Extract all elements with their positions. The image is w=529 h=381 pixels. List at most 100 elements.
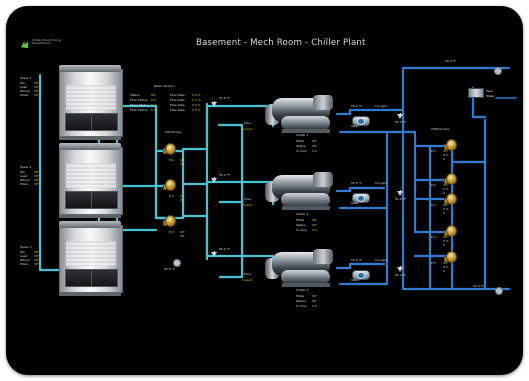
chiller-1-condenser-valve-icon[interactable] bbox=[211, 101, 218, 107]
chiller-2-name: Chiller 2 bbox=[296, 212, 309, 216]
cw-pump-3-mode: Off bbox=[180, 234, 185, 238]
chw-pump-4-icon[interactable] bbox=[444, 224, 458, 237]
tower-1-failure-status: Off bbox=[34, 89, 39, 93]
chiller-2-condenser-temp: 55.0 °F bbox=[219, 173, 230, 177]
tower-3-fan-status: Off bbox=[34, 250, 39, 254]
chw-pump-3-cond: 0 bbox=[443, 211, 445, 215]
chiller-3-flow-label: Flow bbox=[244, 272, 251, 276]
chiller-1-amp: 0.0 bbox=[312, 149, 317, 153]
cw-pump-1-mode: Off bbox=[180, 162, 185, 166]
chiller-2-supply-flow: 0.0 gpm bbox=[375, 181, 388, 185]
chiller-2-mode: Off bbox=[312, 218, 317, 222]
chw-pump-1-icon[interactable] bbox=[444, 138, 458, 151]
chiller-1-supply-temp: 55.0 °F bbox=[351, 104, 362, 108]
chw-pump-3-icon[interactable] bbox=[444, 192, 458, 205]
plant-logo-text: Chiller Plant Energy Department bbox=[32, 38, 62, 46]
chw-pump-4-status: Off bbox=[443, 235, 448, 239]
basin-sensor-title: Basin Sensors bbox=[154, 84, 175, 88]
cw-pump-2-icon[interactable] bbox=[163, 178, 177, 191]
chiller-3-chw-valve-icon[interactable] bbox=[397, 266, 404, 272]
tower-3-mode-status: Off bbox=[34, 262, 39, 266]
cw-pump-1-icon[interactable] bbox=[163, 142, 177, 155]
cw-pump-3-icon[interactable] bbox=[163, 214, 177, 227]
chw-pump-5-icon[interactable] bbox=[444, 250, 458, 263]
condenser-water-sensor-icon[interactable] bbox=[173, 259, 181, 267]
cooling-tower-3[interactable] bbox=[59, 221, 123, 296]
chiller-2-amp-label: % Amp bbox=[296, 228, 307, 232]
chiller-2-chw-valve-icon[interactable] bbox=[397, 190, 404, 196]
chiller-1-cw-closed: Closed bbox=[242, 127, 253, 131]
chw-pump-1-status: Off bbox=[443, 149, 448, 153]
chiller-3-mode: Off bbox=[312, 294, 317, 298]
chw-pump-5-cond: 0 bbox=[443, 269, 445, 273]
basin-sensor-row-1-value: Off bbox=[151, 93, 156, 97]
chiller-3-cw-closed: Closed bbox=[242, 278, 253, 282]
tower-1-fan-status: Off bbox=[34, 81, 39, 85]
basin-sensor-row-3-value: 0.0 bbox=[151, 103, 156, 107]
chiller-1[interactable] bbox=[263, 95, 337, 133]
chiller-2-chw-valve-temp: 55.0 °F bbox=[395, 197, 406, 201]
chiller-1-supply-flow: 0.0 gpm bbox=[375, 104, 388, 108]
chw-pump-2-status: Off bbox=[443, 183, 448, 187]
tower-2-mode-label: Mode bbox=[20, 182, 29, 186]
tower-1-mode-label: Mode bbox=[20, 93, 29, 97]
chiller-3[interactable] bbox=[263, 249, 337, 287]
page-title: Basement - Mech Room - Chiller Plant bbox=[196, 38, 366, 48]
chiller-1-open-label: Open bbox=[351, 124, 360, 128]
tower-3-failure-status: Off bbox=[34, 258, 39, 262]
chiller-3-flow-meter-icon[interactable] bbox=[352, 270, 370, 280]
tower-2-failure-status: Off bbox=[34, 178, 39, 182]
chiller-3-status: Off bbox=[312, 299, 317, 303]
chiller-2-status: Off bbox=[312, 223, 317, 227]
basin-sensor-row-3-rate-label: Flow Rate bbox=[170, 103, 185, 107]
chiller-1-name: Chiller 1 bbox=[296, 133, 309, 137]
tower-2-fan-status: Off bbox=[34, 170, 39, 174]
chw-pump-2-icon[interactable] bbox=[444, 172, 458, 185]
chw-pump-2-vfd: 0 % bbox=[443, 187, 449, 191]
chw-pump-3-tag: P-3 bbox=[431, 203, 436, 207]
tower-3-label: Tower 3 bbox=[20, 245, 32, 249]
basin-sensor-row-4-rate: 0.0 % bbox=[192, 108, 201, 112]
chiller-2-open-label: Open bbox=[351, 201, 360, 205]
chiller-1-chw-valve-icon[interactable] bbox=[397, 113, 404, 119]
cw-pump-3-state: Off bbox=[180, 230, 185, 234]
chiller-3-supply-flow: 0.0 gpm bbox=[375, 258, 388, 262]
basin-sensor-row-2-rate: 0.0 % bbox=[192, 98, 201, 102]
chw-pump-5-status: Off bbox=[443, 261, 448, 265]
tower-2-lead-status: Off bbox=[34, 174, 39, 178]
chw-pump-3-status: Off bbox=[443, 203, 448, 207]
tower-3-lead-status: Off bbox=[34, 254, 39, 258]
tower-2-label: Tower 2 bbox=[20, 165, 32, 169]
chiller-2[interactable] bbox=[263, 172, 337, 210]
basin-sensor-row-2-value: 0.0 bbox=[151, 98, 156, 102]
chiller-1-flow-meter-icon[interactable] bbox=[352, 116, 370, 126]
chiller-1-status: Off bbox=[312, 144, 317, 148]
tower-1-mode-status: Off bbox=[34, 93, 39, 97]
basin-sensor-row-1: Status bbox=[130, 93, 140, 97]
chiller-2-flow-meter-icon[interactable] bbox=[352, 193, 370, 203]
chiller-3-name: Chiller 3 bbox=[296, 288, 309, 292]
top-right-sensor-icon[interactable] bbox=[494, 67, 502, 75]
expansion-tank-icon[interactable] bbox=[468, 88, 484, 98]
chiller-1-amp-label: % Amp bbox=[296, 149, 307, 153]
tower-3-fan-label: Fan bbox=[20, 250, 26, 254]
bottom-return-temp: 45.0 °F bbox=[473, 284, 484, 288]
basin-sensor-row-3-rate: 0.0 % bbox=[192, 103, 201, 107]
chiller-3-condenser-valve-icon[interactable] bbox=[211, 251, 218, 257]
cw-pump-2-state: Off bbox=[180, 194, 185, 198]
chiller-2-condenser-valve-icon[interactable] bbox=[211, 177, 218, 183]
tower-3-failure-label: Failure bbox=[20, 258, 30, 262]
cooling-tower-2[interactable] bbox=[59, 143, 123, 218]
basin-sensor-row-4-value: 0.0 bbox=[151, 108, 156, 112]
basin-sensor-row-4-rate-label: Flow Rate bbox=[170, 108, 185, 112]
tower-1-lead-status: Off bbox=[34, 85, 39, 89]
tower-1-fan-label: Fan bbox=[20, 81, 26, 85]
cw-pump-2-mode: Off bbox=[180, 198, 185, 202]
chiller-3-mode-label: Mode bbox=[296, 294, 305, 298]
cw-pump-2-tag: P-2 bbox=[169, 194, 174, 198]
chw-pump-1-vfd: 0 % bbox=[443, 153, 449, 157]
chiller-1-flow-label: Flow bbox=[244, 121, 251, 125]
bottom-right-sensor-icon[interactable] bbox=[495, 287, 503, 295]
cooling-tower-1[interactable] bbox=[59, 65, 123, 140]
basin-sensor-row-4: Flow Status bbox=[130, 108, 148, 112]
